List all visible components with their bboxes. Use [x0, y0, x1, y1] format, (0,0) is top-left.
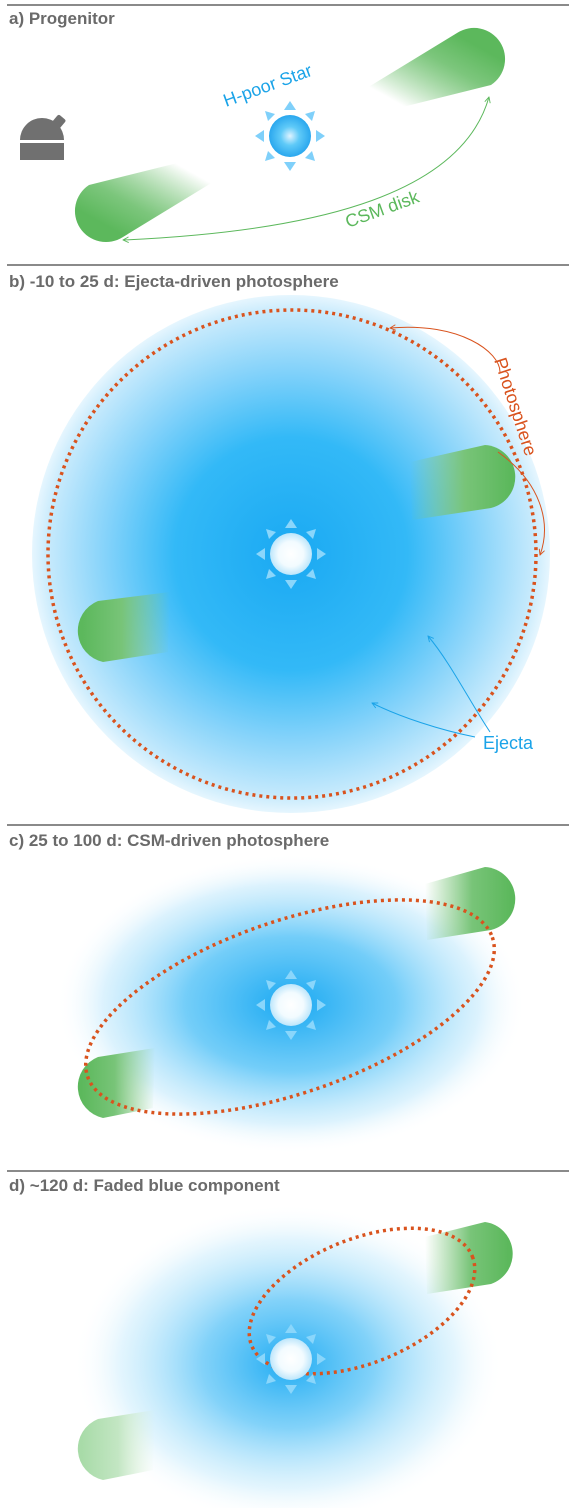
panel-d-diagram — [73, 1204, 513, 1508]
divider-a — [7, 4, 569, 6]
csm-lobe-left-shape — [77, 1048, 155, 1118]
star-icon — [256, 519, 326, 589]
panel-a-diagram: H-poor Star CSM disk — [20, 27, 506, 262]
panel-b-title: b) -10 to 25 d: Ejecta-driven photospher… — [9, 272, 339, 291]
star-icon — [255, 101, 325, 171]
csm-disk-label: CSM disk — [343, 186, 423, 231]
photosphere-ring — [83, 898, 497, 1116]
photosphere-arrow — [390, 327, 544, 555]
csm-lobe-left-faded — [77, 1410, 155, 1480]
ejecta-label: Ejecta — [483, 733, 534, 753]
divider-d — [7, 1170, 569, 1172]
csm-disk-arrow — [123, 97, 489, 240]
csm-lobe-upper — [290, 27, 506, 135]
star-icon — [256, 970, 326, 1040]
photosphere-ring — [247, 1226, 477, 1376]
csm-lobe-right — [425, 1222, 513, 1294]
ejecta-arrow-outer — [372, 703, 476, 738]
panel-a-title: a) Progenitor — [9, 9, 115, 28]
divider-b — [7, 264, 569, 266]
star-label: H-poor Star — [221, 60, 315, 111]
panel-d-title: d) ~120 d: Faded blue component — [9, 1176, 280, 1195]
panel-b-diagram: Photosphere Ejecta — [32, 295, 550, 813]
panel-c-title: c) 25 to 100 d: CSM-driven photosphere — [9, 831, 330, 850]
csm-lobe-lower — [74, 135, 291, 243]
star-icon — [256, 1324, 326, 1394]
ejecta-arrow-inner — [428, 636, 491, 733]
panel-c-diagram — [56, 856, 526, 1154]
observatory-icon — [20, 114, 66, 160]
csm-lobe-left — [77, 592, 170, 662]
divider-c — [7, 824, 569, 826]
csm-lobe-right — [425, 867, 516, 940]
